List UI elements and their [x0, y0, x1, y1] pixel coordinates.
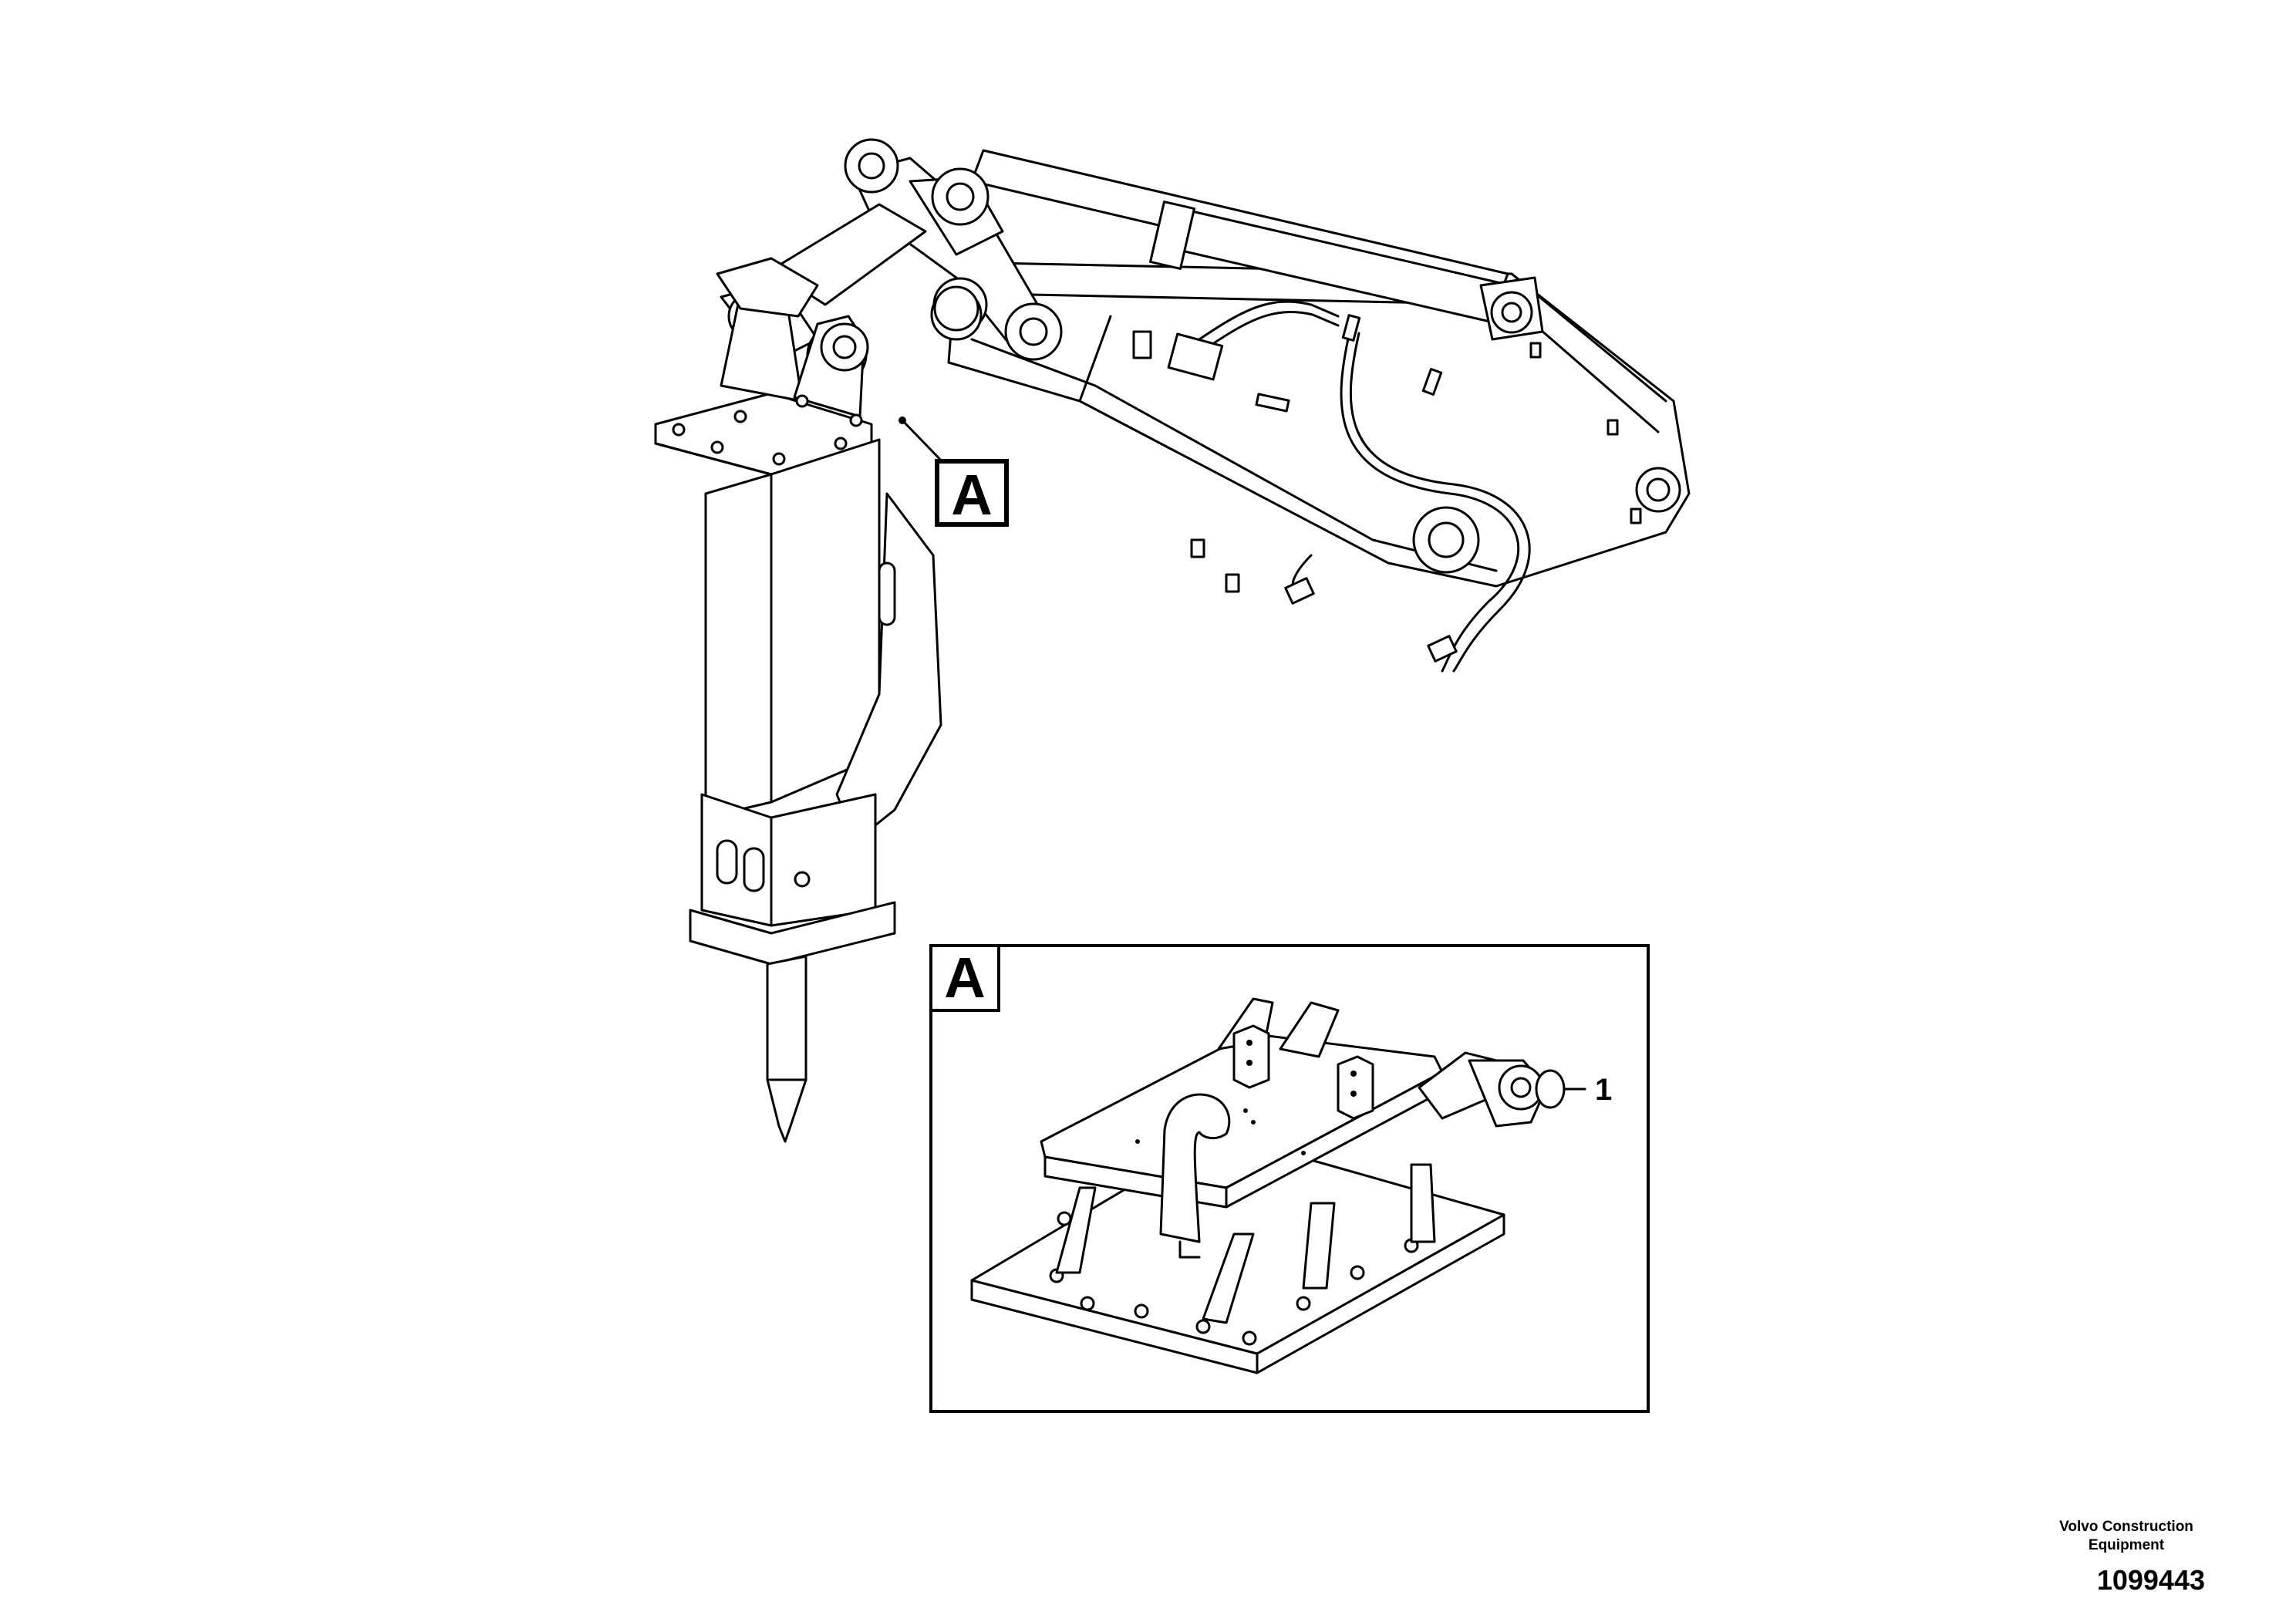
hydraulic-cylinder	[970, 149, 1544, 341]
company-name-line2: Equipment	[2088, 1537, 2165, 1553]
pin-item-1	[1535, 1069, 1566, 1109]
hydraulic-hoses	[1167, 300, 1531, 673]
callout-box-a	[935, 459, 1009, 527]
item-number-1: 1	[1595, 1073, 1612, 1107]
figure-number: 1099443	[2096, 1564, 2205, 1596]
boom-arm	[947, 261, 1691, 593]
detail-view-a: A	[929, 944, 1650, 1413]
callout-a-main: A	[899, 416, 1009, 527]
hydraulic-hammer	[654, 257, 979, 1143]
leader-dot-a	[899, 416, 906, 424]
callout-letter-a: A	[951, 463, 992, 527]
detail-label-box	[929, 944, 1000, 1012]
detail-label-a: A	[944, 946, 985, 1010]
company-name-line1: Volvo Construction	[2059, 1519, 2193, 1535]
